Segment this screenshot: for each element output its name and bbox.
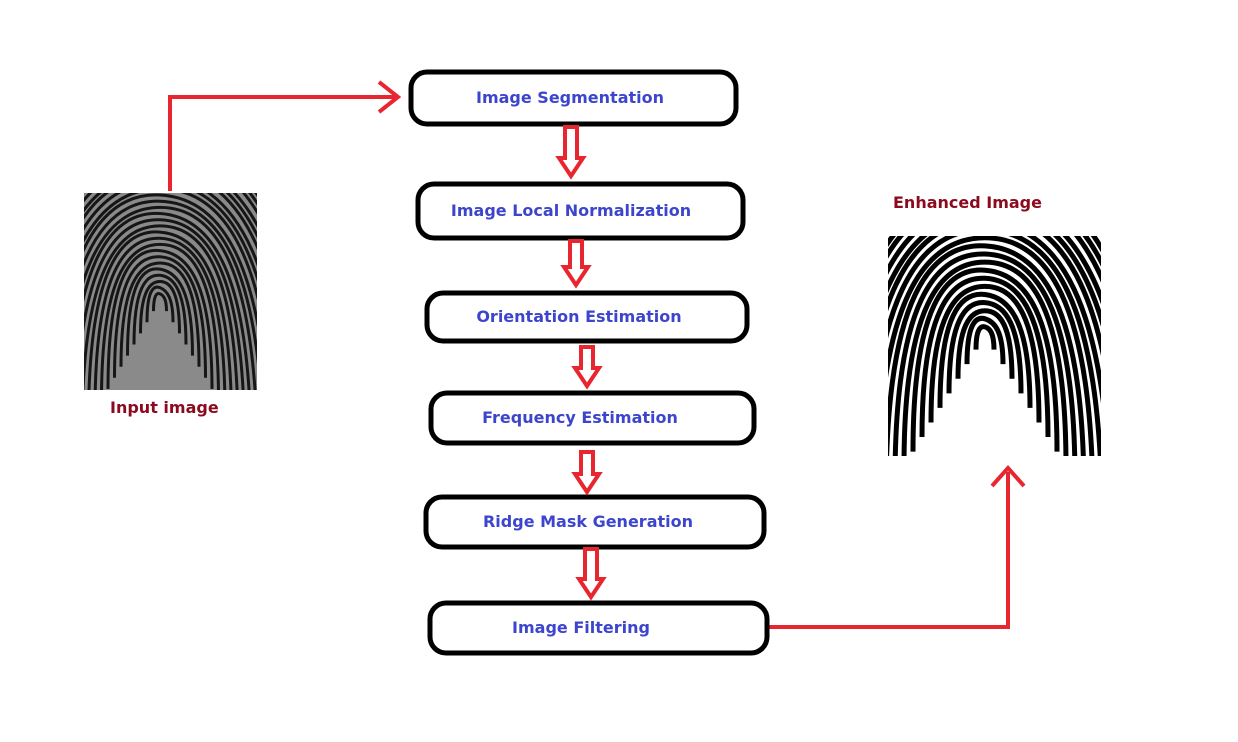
step-box-6	[427, 600, 770, 656]
step-label-3: Orientation Estimation	[476, 307, 682, 326]
step-label-6: Image Filtering	[512, 618, 650, 637]
down-arrow-2	[560, 239, 592, 289]
enhanced-image-label: Enhanced Image	[893, 193, 1042, 212]
step-label-4: Frequency Estimation	[482, 408, 678, 427]
step-label-1: Image Segmentation	[476, 88, 664, 107]
down-arrow-5	[575, 547, 607, 601]
step-box-2	[415, 181, 746, 241]
step-box-1	[408, 69, 739, 127]
down-arrow-1	[555, 125, 587, 180]
input-to-segmentation-arrow	[168, 80, 402, 191]
down-arrow-3	[571, 345, 603, 390]
step-label-2: Image Local Normalization	[450, 201, 692, 220]
step-label-5: Ridge Mask Generation	[482, 512, 693, 531]
input-image-label: Input image	[110, 398, 219, 417]
input-fingerprint-image	[84, 193, 257, 390]
down-arrow-4	[571, 450, 603, 496]
filtering-to-enhanced-arrow	[768, 464, 1026, 629]
step-box-3	[424, 290, 750, 344]
step-box-4	[428, 390, 757, 446]
enhanced-fingerprint-image	[888, 236, 1101, 456]
